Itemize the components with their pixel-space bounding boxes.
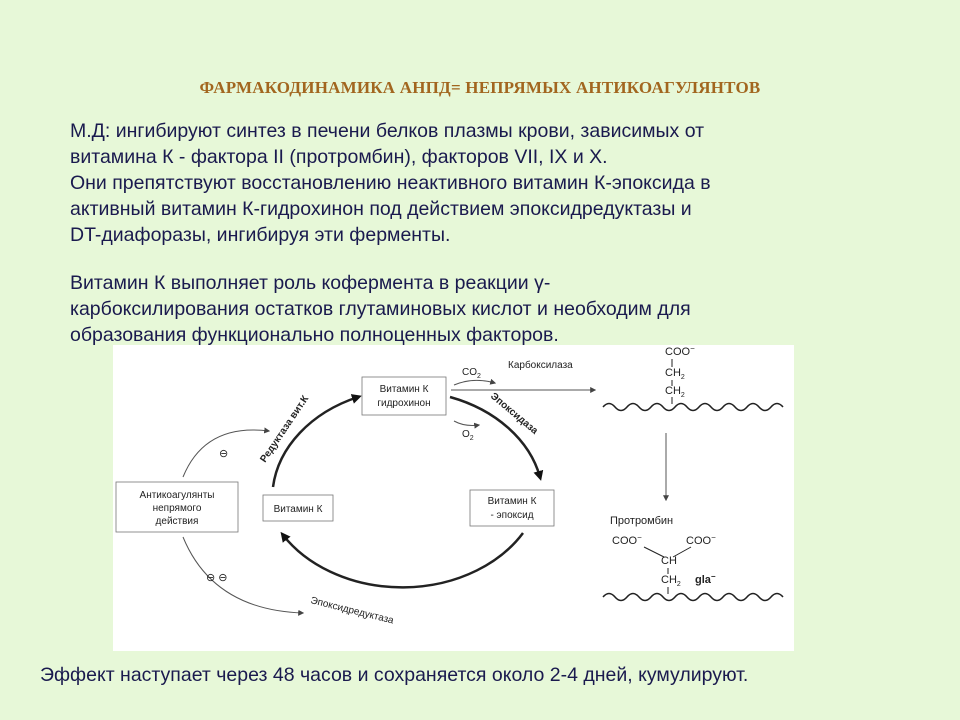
minus-icon: ⊖ [219, 448, 228, 460]
node-anticoagulants: Антикоагулянты непрямого действия [115, 481, 239, 533]
cycle-arc-bottom [280, 531, 525, 589]
node-label: Витамин К [380, 384, 429, 395]
coo-label: COO− [686, 533, 716, 547]
ch2-label: CH2 [665, 367, 685, 381]
text-line: Витамин К выполняет роль кофермента в ре… [70, 272, 551, 294]
node-label: Антикоагулянты [140, 490, 215, 501]
inhibition-arrow-top [182, 427, 271, 478]
cycle-arc-left [271, 394, 362, 488]
footer-note: Эффект наступает через 48 часов и сохран… [40, 664, 749, 686]
text-line: М.Д: ингибируют синтез в печени белков п… [70, 120, 705, 142]
slide-title: ФАРМАКОДИНАМИКА АНПД= НЕПРЯМЫХ АНТИКОАГУ… [199, 78, 761, 97]
text-line: образования функционально полноценных фа… [70, 324, 559, 346]
node-label: Витамин К [488, 496, 537, 507]
text-line: витамина К - фактора II (протромбин), фа… [70, 146, 608, 168]
prothrombin-label: Протромбин [610, 515, 673, 527]
o2-arrow [453, 420, 481, 429]
o2-label: O2 [462, 429, 474, 442]
carboxylase-label: Карбоксилаза [508, 359, 573, 371]
node-label: Витамин К [274, 504, 323, 515]
enzyme-label-epoxidase: Эпоксидаза [488, 391, 540, 437]
node-label: действия [156, 516, 199, 527]
node-label: непрямого [153, 503, 202, 514]
text-line: Они препятствуют восстановлению неактивн… [70, 172, 711, 194]
protein-chain-bottom [602, 592, 784, 602]
node-vitamin-k: Витамин К [262, 494, 334, 522]
co2-arrow [453, 378, 497, 386]
node-vitamin-k-hydroquinone: Витамин К гидрохинон [361, 376, 447, 416]
ch-label: CH [661, 555, 677, 567]
coo-label: COO− [612, 533, 642, 547]
gla-label: gla− [695, 572, 716, 586]
co2-label: CO2 [462, 367, 481, 380]
protein-chain-top [602, 402, 784, 412]
node-label: гидрохинон [377, 398, 430, 409]
cycle-arc-right [449, 395, 544, 481]
ch2-label: CH2 [665, 385, 685, 399]
node-vitamin-k-epoxide: Витамин К - эпоксид [469, 489, 555, 527]
text-line: карбоксилирования остатков глутаминовых … [70, 298, 691, 320]
inhibition-arrow-bottom [182, 536, 305, 616]
coo-label: COO− [665, 345, 695, 358]
enzyme-label-epoxide-reductase: Эпоксидредуктаза [309, 595, 395, 626]
ch2-label: CH2 [661, 574, 681, 588]
node-label: - эпоксид [490, 510, 533, 521]
text-line: активный витамин К-гидрохинон под действ… [70, 198, 692, 220]
minus-icon: ⊖ ⊖ [206, 572, 228, 584]
text-line: DT-диафоразы, ингибируя эти ферменты. [70, 224, 451, 246]
body-text: М.Д: ингибируют синтез в печени белков п… [70, 118, 890, 348]
vitamin-k-cycle-diagram: Витамин К гидрохинон Витамин К Витамин К… [113, 345, 794, 651]
